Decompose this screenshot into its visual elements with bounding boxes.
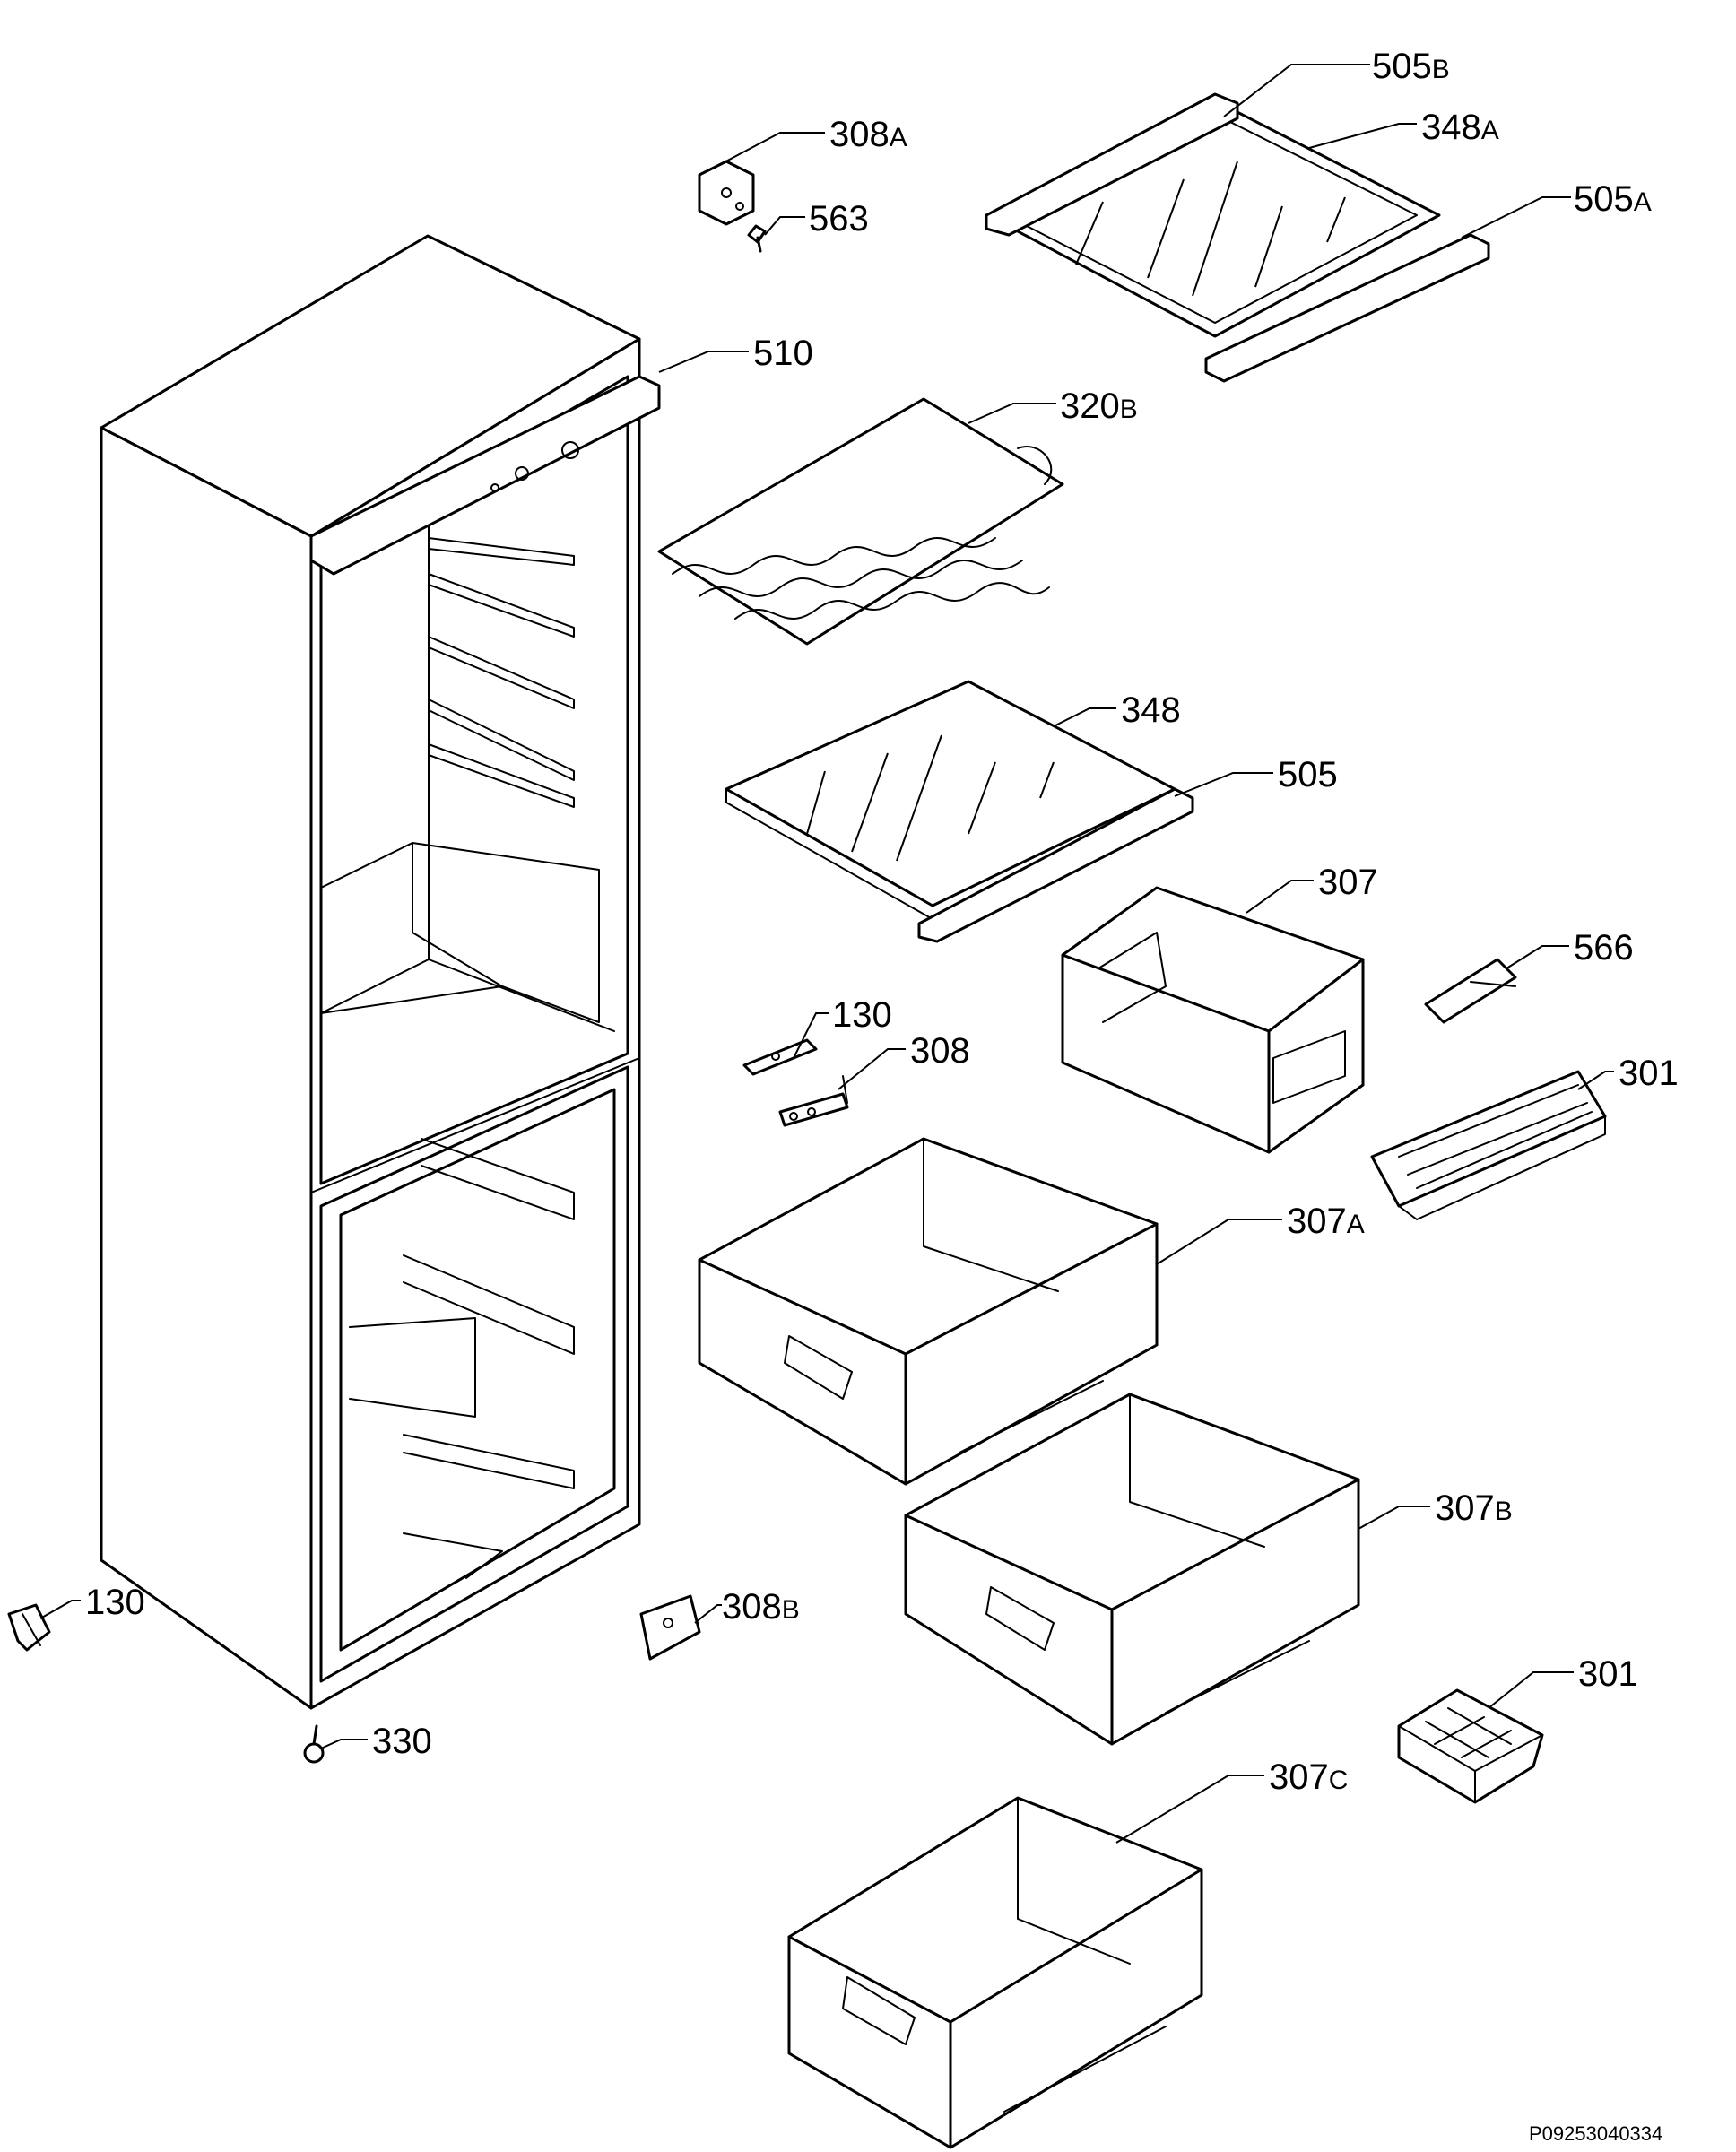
callout-563: 563 — [809, 199, 869, 239]
callout-301-upper: 301 — [1619, 1054, 1679, 1093]
door-stop-130-part — [742, 1038, 818, 1076]
callout-348a: 348A — [1421, 108, 1499, 147]
callout-301-lower: 301 — [1578, 1654, 1638, 1694]
wine-rack-320b-part — [657, 397, 1064, 646]
ice-tray-301-part — [1370, 1070, 1607, 1220]
glass-shelf-348a-part — [985, 92, 1490, 383]
callout-566: 566 — [1574, 928, 1634, 968]
drawer-307b-part — [904, 1393, 1360, 1746]
callout-130-lower: 130 — [85, 1583, 145, 1622]
foot-330-part — [303, 1724, 325, 1764]
egg-holder-566-part — [1424, 958, 1517, 1024]
callout-308a: 308A — [829, 115, 907, 154]
glass-shelf-348-part — [725, 680, 1194, 943]
callout-308b: 308B — [722, 1587, 800, 1627]
callout-130-upper: 130 — [832, 995, 892, 1035]
door-box-307-part — [1061, 886, 1365, 1154]
callout-307b: 307B — [1435, 1488, 1513, 1528]
callout-307c: 307C — [1269, 1757, 1348, 1797]
callout-307: 307 — [1318, 863, 1378, 902]
callout-505b: 505B — [1372, 47, 1450, 86]
hinge-308b-part — [639, 1594, 701, 1661]
drawing-reference-code: P09253040334 — [1529, 2122, 1662, 2145]
leader-lines — [39, 64, 1614, 1844]
hinge-308a-part — [698, 160, 755, 226]
callout-510: 510 — [753, 334, 813, 373]
callout-330: 330 — [372, 1722, 432, 1761]
door-stop-130-left-part — [7, 1603, 51, 1652]
drawer-307c-part — [787, 1796, 1203, 2149]
callout-348: 348 — [1121, 690, 1181, 730]
callout-505: 505 — [1278, 755, 1338, 794]
ice-cube-tray-301-part — [1397, 1688, 1544, 1804]
screw-563-part — [747, 224, 767, 253]
callout-320b: 320B — [1060, 386, 1138, 426]
callout-307a: 307A — [1287, 1202, 1365, 1241]
callout-505a: 505A — [1574, 179, 1652, 219]
drawer-307a-part — [698, 1137, 1159, 1486]
callout-308: 308 — [910, 1031, 970, 1071]
fridge-cabinet — [100, 234, 661, 1710]
callout-labels: 505B 348A 505A 308A 563 510 320B 348 505… — [85, 47, 1679, 1797]
hinge-308-part — [778, 1075, 849, 1127]
